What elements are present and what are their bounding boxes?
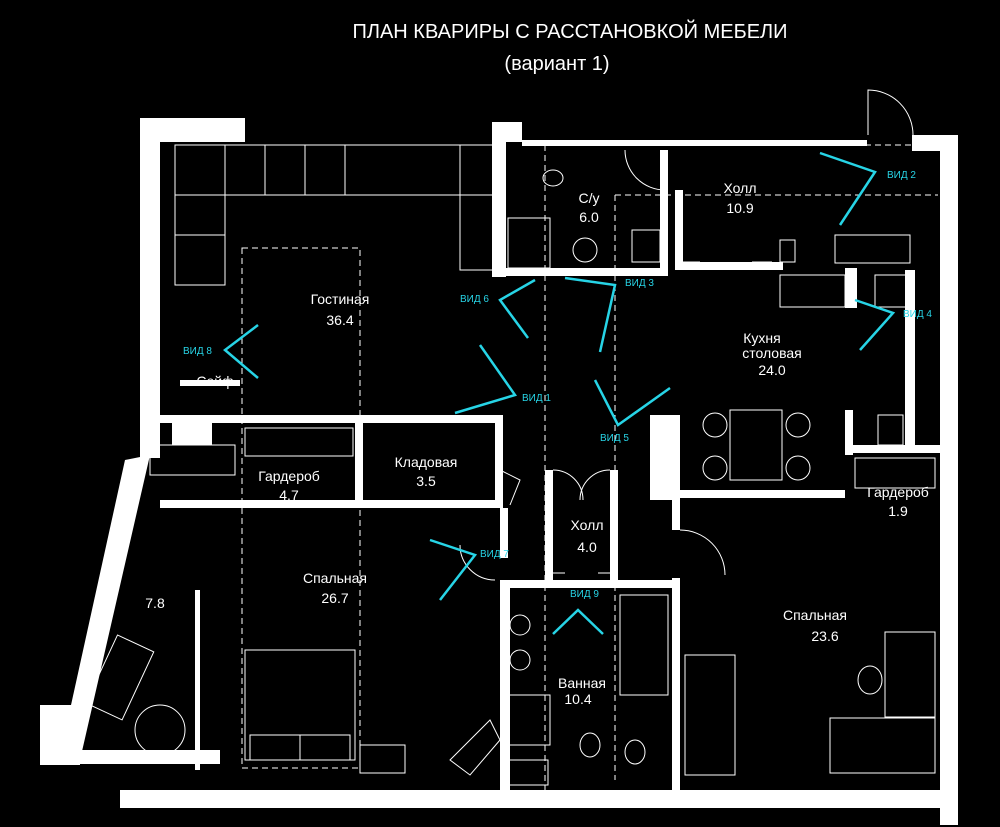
room-area-hall2: 4.0 <box>577 539 597 555</box>
view-label-9: ВИД 9 <box>570 589 599 600</box>
room-name-hall1: Холл <box>724 180 757 196</box>
room-area-balcony: 7.8 <box>145 595 165 611</box>
room-name-wc: С/у <box>579 190 600 206</box>
view-label-1: ВИД 1 <box>522 393 551 404</box>
room-area-bedroom2: 23.6 <box>811 628 838 644</box>
room-name-kitchen-1: Кухня <box>743 330 780 346</box>
room-area-bathroom: 10.4 <box>564 691 591 707</box>
dimension-marks <box>552 261 772 574</box>
room-name-living: Гостиная <box>311 291 370 307</box>
exterior-walls <box>40 118 958 825</box>
room-labels: Гостиная 36.4 С/у 6.0 Холл 10.9 Кухня ст… <box>145 180 929 707</box>
room-name-bedroom2: Спальная <box>783 607 847 623</box>
view-label-5: ВИД 5 <box>600 433 629 444</box>
room-area-living: 36.4 <box>326 312 353 328</box>
room-name-kitchen-2: столовая <box>742 345 802 361</box>
room-name-bedroom1: Спальная <box>303 570 367 586</box>
room-name-safe: Сейф <box>196 373 233 389</box>
interior-walls <box>160 142 940 790</box>
view-label-2: ВИД 2 <box>887 170 916 181</box>
dashed-lines <box>241 144 938 790</box>
view-labels: ВИД 1 ВИД 2 ВИД 3 ВИД 4 ВИД 5 ВИД 6 ВИД … <box>183 170 932 600</box>
room-area-kitchen: 24.0 <box>758 362 785 378</box>
windows <box>144 187 958 759</box>
room-name-wardrobe2: Гардероб <box>867 484 929 500</box>
room-area-bedroom1: 26.7 <box>321 590 348 606</box>
view-label-4: ВИД 4 <box>903 309 932 320</box>
view-label-3: ВИД 3 <box>625 278 654 289</box>
room-area-wardrobe2: 1.9 <box>888 503 908 519</box>
room-name-storage: Кладовая <box>395 454 458 470</box>
furniture <box>85 144 936 786</box>
view-markers <box>223 151 896 635</box>
plan-subtitle: (вариант 1) <box>504 53 609 75</box>
room-area-storage: 3.5 <box>416 473 436 489</box>
room-area-hall1: 10.9 <box>726 200 753 216</box>
room-name-hall2: Холл <box>571 517 604 533</box>
room-area-wardrobe1: 4.7 <box>279 487 299 503</box>
room-area-wc: 6.0 <box>579 209 599 225</box>
room-name-bathroom: Ванная <box>558 675 606 691</box>
view-label-6: ВИД 6 <box>460 294 489 305</box>
plan-title: ПЛАН КВАРИРЫ С РАССТАНОВКОЙ МЕБЕЛИ <box>352 19 787 43</box>
room-name-wardrobe1: Гардероб <box>258 468 320 484</box>
view-label-7: ВИД 7 <box>480 549 509 560</box>
doors <box>459 89 914 581</box>
view-label-8: ВИД 8 <box>183 346 212 357</box>
